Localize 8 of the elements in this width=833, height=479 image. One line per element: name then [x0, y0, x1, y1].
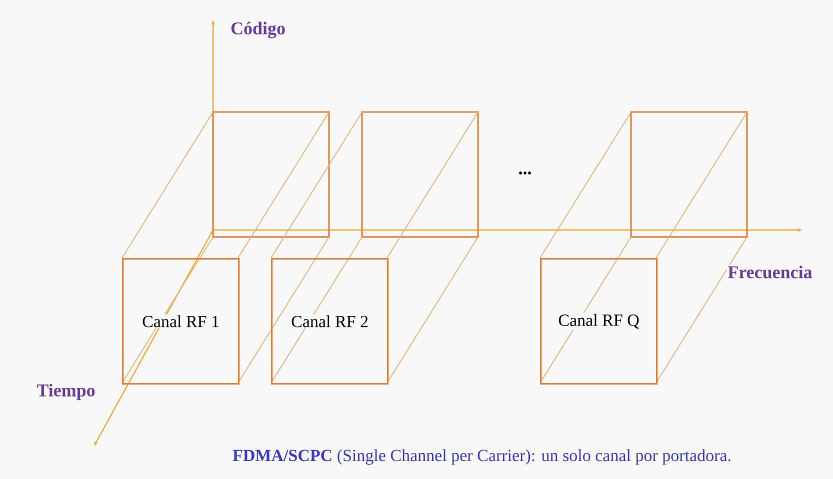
axis-label: Código — [230, 20, 286, 40]
ellipsis: ... — [517, 170, 533, 176]
caption: FDMA/SCPC (Single Channel per Carrier): un solo canal por portadora. — [232, 449, 730, 465]
channel-box: Canal RF Q — [540, 258, 658, 385]
axis-label: Tiempo — [36, 382, 96, 402]
axis-label: Frecuencia — [726, 264, 814, 280]
channel-box: Canal RF 1 — [122, 258, 240, 385]
channel-box: Canal RF 2 — [271, 258, 389, 385]
